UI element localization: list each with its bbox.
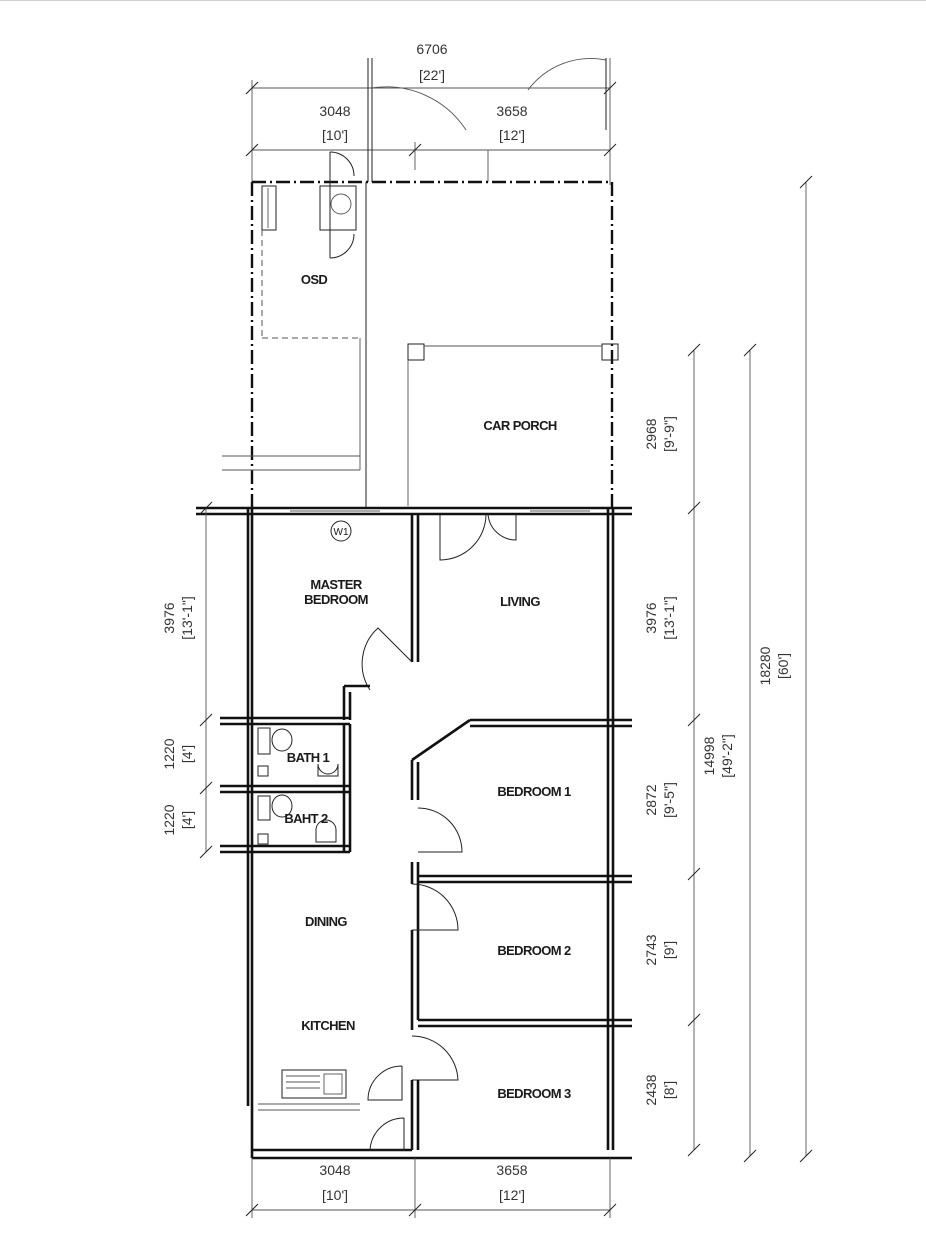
- dim-right-living-ft: [13'-1"]: [661, 596, 677, 639]
- dim-right-overall-ft: [60']: [775, 653, 791, 679]
- dim-right-bed1-ft: [9'-5"]: [661, 782, 677, 818]
- room-label-osd: OSD: [301, 272, 328, 287]
- room-label-bath-1: BATH 1: [287, 750, 330, 765]
- dim-bottom-left-ft: [10']: [322, 1187, 348, 1203]
- house-walls: [196, 506, 632, 1160]
- dim-right-porch-ft: [9'-9"]: [661, 416, 677, 452]
- dim-right-bed3-mm: 2438: [643, 1074, 659, 1105]
- dim-top-right-mm: 3658: [496, 103, 527, 119]
- bottom-dimensions: 3048 [10'] 3658 [12']: [245, 1158, 617, 1218]
- room-label-bedroom-3: BEDROOM 3: [497, 1086, 571, 1101]
- room-label-master-bedroom-1: MASTER: [310, 577, 363, 592]
- dim-top-left-ft: [10']: [322, 127, 348, 143]
- dim-bottom-right-mm: 3658: [496, 1162, 527, 1178]
- dim-left-master-mm: 3976: [161, 602, 177, 633]
- front-gates: [367, 58, 607, 182]
- room-label-kitchen: KITCHEN: [301, 1018, 355, 1033]
- dim-right-bed2-mm: 2743: [643, 934, 659, 965]
- dim-top-left-mm: 3048: [319, 103, 350, 119]
- right-dimensions: 2968 [9'-9"] 3976 [13'-1"] 2872 [9'-5"] …: [643, 175, 813, 1163]
- window-tag-w1: W1: [334, 527, 349, 538]
- porch-enclosure: [222, 151, 619, 508]
- room-label-baht-2: BAHT 2: [284, 811, 328, 826]
- dim-bottom-left-mm: 3048: [319, 1162, 350, 1178]
- top-dimensions: 6706 [22'] 3048 [10'] 3658 [12']: [245, 41, 617, 185]
- dim-right-living-mm: 3976: [643, 602, 659, 633]
- dim-right-bed1-mm: 2872: [643, 784, 659, 815]
- dim-left-bath1-ft: [4']: [179, 745, 195, 763]
- room-label-bedroom-1: BEDROOM 1: [497, 784, 571, 799]
- top-border: [0, 0, 926, 1]
- room-label-living: LIVING: [500, 594, 540, 609]
- dim-right-house-mm: 14998: [701, 736, 717, 775]
- room-labels: OSD CAR PORCH MASTER BEDROOM LIVING BATH…: [284, 272, 571, 1101]
- dim-top-overall-mm: 6706: [416, 41, 447, 57]
- room-label-car-porch: CAR PORCH: [483, 418, 557, 433]
- dim-right-porch-mm: 2968: [643, 418, 659, 449]
- dim-left-master-ft: [13'-1"]: [179, 596, 195, 639]
- dim-right-bed3-ft: [8']: [661, 1081, 677, 1099]
- room-label-bedroom-2: BEDROOM 2: [497, 943, 571, 958]
- dim-left-bath2-ft: [4']: [179, 811, 195, 829]
- dim-right-house-ft: [49'-2"]: [719, 734, 735, 777]
- dim-top-overall-ft: [22']: [419, 67, 445, 83]
- dim-right-overall-mm: 18280: [757, 646, 773, 685]
- dim-left-bath2-mm: 1220: [161, 804, 177, 835]
- dim-top-right-ft: [12']: [499, 127, 525, 143]
- room-label-master-bedroom-2: BEDROOM: [304, 592, 368, 607]
- dim-bottom-right-ft: [12']: [499, 1187, 525, 1203]
- left-dimensions: 3976 [13'-1"] 1220 [4'] 1220 [4']: [161, 501, 213, 859]
- dim-right-bed2-ft: [9']: [661, 941, 677, 959]
- dim-left-bath1-mm: 1220: [161, 738, 177, 769]
- room-label-dining: DINING: [305, 914, 347, 929]
